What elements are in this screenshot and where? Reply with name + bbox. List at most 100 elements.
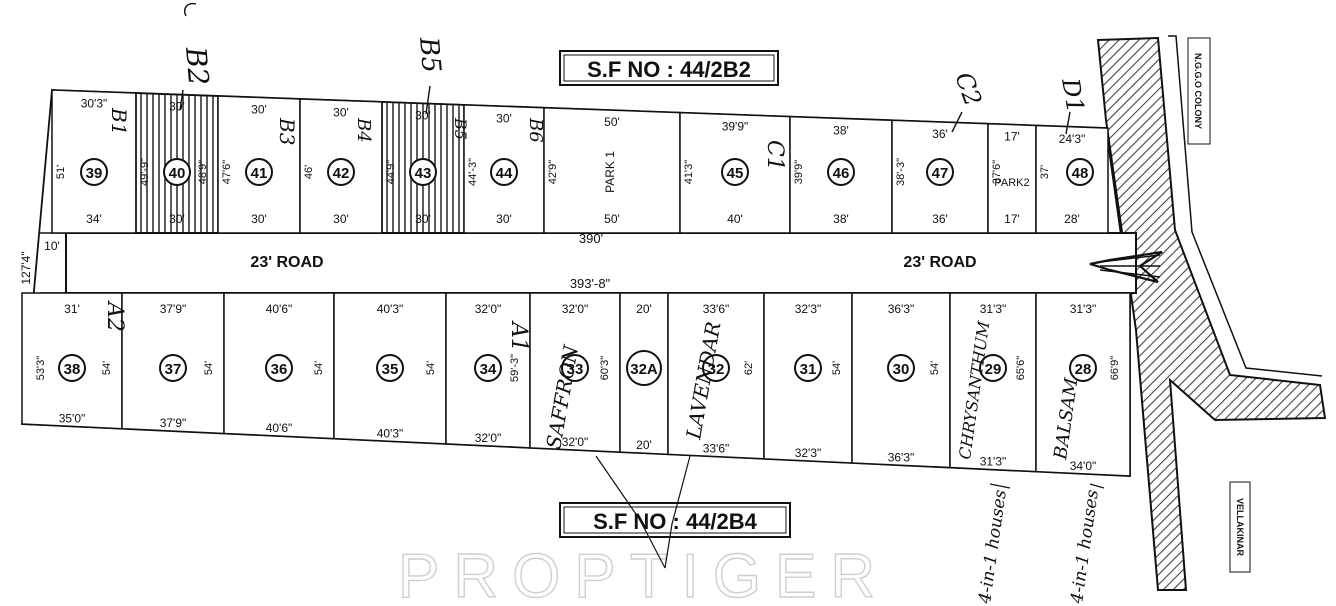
- plot-side-dim: 54': [313, 361, 325, 375]
- note-a1: A1: [506, 320, 531, 352]
- plot-number-circle: [1069, 354, 1097, 382]
- plot-bottom-dim: 34'0": [1070, 459, 1097, 473]
- side-road-top-label: N.G.G.O COLONY: [1187, 37, 1211, 145]
- plot-top-dim: 24'3": [1059, 132, 1086, 146]
- plot-number: 44: [496, 165, 513, 182]
- plot-top-dim: 32'0": [562, 302, 589, 316]
- plot-bottom-dim: 30': [251, 212, 267, 226]
- note-b5b: B5: [451, 117, 470, 140]
- note-b4: B4: [353, 117, 374, 143]
- plot-top-dim: 31'3": [980, 302, 1007, 316]
- plot-number-circle: [409, 158, 437, 186]
- plot-number-circle: [80, 158, 108, 186]
- plot-top-dim: 39'9": [722, 120, 749, 134]
- plot-bottom-dim: 30': [169, 212, 185, 226]
- plot-number-circle: [1066, 158, 1094, 186]
- plot-side-dim: 39'9": [793, 160, 805, 184]
- plot-top-dim: 32'3": [795, 302, 822, 316]
- plot-top-dim: 30': [415, 108, 431, 122]
- plot-side-dim: 38'-3": [895, 158, 907, 186]
- side-road-top-text: N.G.G.O COLONY: [1193, 53, 1203, 129]
- road-label-right: 23' ROAD: [903, 254, 976, 271]
- plot-side-dim: 49'-9": [139, 158, 151, 186]
- plot-number: 42: [333, 165, 350, 182]
- plot-number-circle: [163, 158, 191, 186]
- plot-side-dim-2: 48'9": [197, 160, 209, 184]
- plot-number-circle: [58, 354, 86, 382]
- plot-number: 28: [1075, 361, 1092, 378]
- plot-park-1[interactable]: 50'50'PARK 142'9": [543, 106, 681, 234]
- plot-boundary: [1035, 292, 1131, 477]
- plot-number-circle: [376, 354, 404, 382]
- plot-top-dim: 30': [251, 102, 267, 116]
- plot-side-dim: 47'6": [221, 160, 233, 184]
- plot-side-dim: 54': [203, 361, 215, 375]
- plot-bottom-dim: 32'3": [795, 446, 822, 460]
- plot-number: 31: [800, 361, 817, 378]
- plot-top-dim: 36'3": [888, 302, 915, 316]
- plot-top-dim: 31': [64, 302, 80, 316]
- plot-32a[interactable]: 20'20'32A: [619, 292, 669, 456]
- plot-side-dim: 41'3": [683, 160, 695, 184]
- plot-number-circle: [794, 354, 822, 382]
- left-depth: 127'4": [19, 251, 33, 284]
- road-length-top: 390': [579, 231, 603, 246]
- plot-number: 38: [64, 361, 81, 378]
- plot-41[interactable]: 30' 30' 41 47'6": [217, 95, 301, 234]
- plot-number-circle: [887, 354, 915, 382]
- note-a2: A2: [102, 300, 127, 332]
- plot-side-dim: 44'-3": [467, 158, 479, 186]
- plot-number: 41: [251, 165, 268, 182]
- plot-top-dim: 30': [169, 100, 185, 114]
- road-length-bottom: 393'-8": [570, 276, 611, 291]
- plot-45[interactable]: 39'9" 40' 45 41'3": [679, 111, 791, 234]
- plot-top-dim: 32'0": [475, 302, 502, 316]
- plot-top-dim: 30': [333, 105, 349, 119]
- plot-bottom-dim: 20': [636, 438, 652, 452]
- plot-top-dim: 30': [496, 111, 512, 125]
- plot-number: 48: [1072, 165, 1089, 182]
- plot-number-circle: [327, 158, 355, 186]
- plot-number: 39: [86, 165, 103, 182]
- plot-bottom-dim: 30': [415, 212, 431, 226]
- plot-number-circle: [490, 158, 518, 186]
- plot-number-circle: [926, 158, 954, 186]
- plot-bottom-dim: 33'6": [703, 442, 730, 456]
- plot-number-circle: [561, 354, 589, 382]
- plot-bottom-dim: 28': [1064, 212, 1080, 226]
- plot-number: 37: [165, 361, 182, 378]
- note-b1: B1: [107, 107, 131, 135]
- plot-bottom-dim: 40': [727, 212, 743, 226]
- plot-number-circle: [626, 350, 662, 386]
- plot-number: 33: [567, 361, 584, 378]
- note-c1: C1: [762, 140, 787, 171]
- survey-number-bottom: S.F NO : 44/2B4: [559, 502, 791, 538]
- plot-number-circle: [159, 354, 187, 382]
- road-width: 10': [44, 239, 60, 253]
- plot-number-circle: [827, 158, 855, 186]
- plot-top-dim: 33'6": [703, 302, 730, 316]
- note-c2: C2: [949, 68, 987, 109]
- plot-number: 45: [727, 165, 744, 182]
